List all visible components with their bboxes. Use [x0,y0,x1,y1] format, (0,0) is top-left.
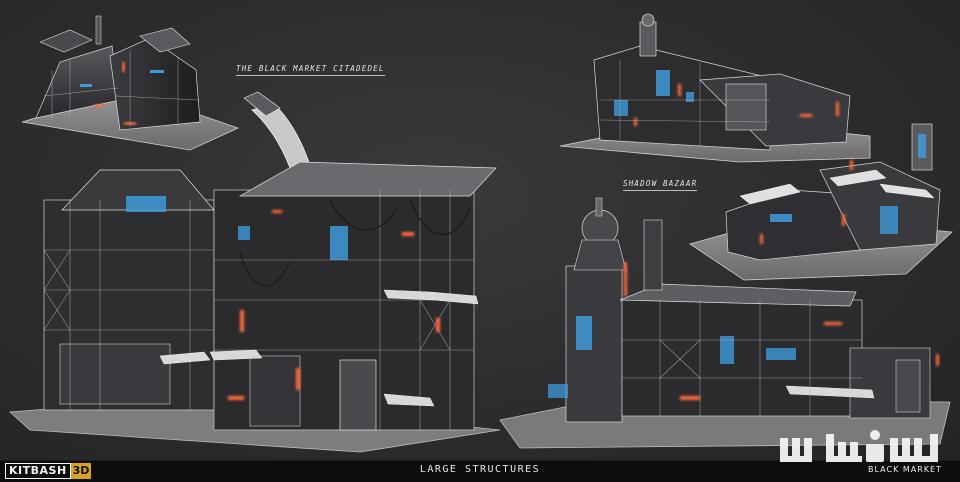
bazaar-thumbnail-upper [559,13,871,163]
watermark-logo [780,430,938,462]
logo-word: KITBASH [5,463,71,479]
citadel-caption-text: THE BLACK MARKET CITADEDEL [236,64,385,73]
footer-bar [0,460,960,482]
citadel-main [9,91,501,453]
bazaar-caption-text: SHADOW BAZAAR [623,179,698,188]
citadel-caption-underline [236,75,385,76]
structures-artwork [9,13,953,453]
logo-suffix: 3D [70,463,92,479]
bazaar-thumbnail-lower [689,123,953,281]
bazaar-caption: SHADOW BAZAAR [623,179,698,191]
bazaar-caption-underline [623,190,698,191]
kitbash-logo: KITBASH 3D [5,463,92,479]
citadel-caption: THE BLACK MARKET CITADEDEL [236,64,385,76]
watermark-subtitle: BLACK MARKET [868,465,942,474]
bazaar-main [499,197,951,449]
citadel-thumbnail [21,15,240,151]
footer-title: LARGE STRUCTURES [419,464,541,475]
